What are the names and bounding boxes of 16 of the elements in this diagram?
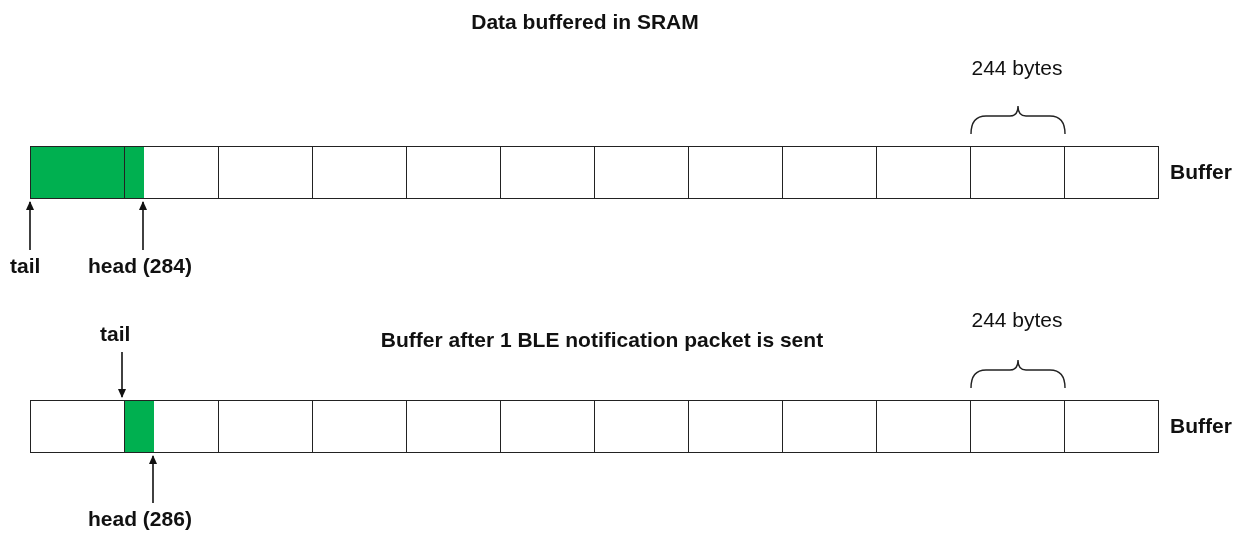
buffer-label: Buffer	[1170, 160, 1232, 184]
pointer-label: tail	[100, 322, 131, 346]
buffer-label: Buffer	[1170, 414, 1232, 438]
heading: Buffer after 1 BLE notification packet is sent	[380, 328, 824, 352]
buffer-bar	[30, 400, 1159, 453]
arrow	[139, 201, 147, 251]
arrow	[118, 351, 126, 398]
arrow	[26, 201, 34, 251]
buffer-bar	[30, 146, 1159, 199]
pointer-label: tail	[10, 254, 41, 278]
size-label: 244 bytes	[971, 56, 1063, 80]
size-label: 244 bytes	[971, 308, 1063, 332]
arrow	[149, 455, 157, 504]
pointer-label: head (286)	[88, 507, 192, 531]
pointer-label: head (284)	[88, 254, 192, 278]
heading: Data buffered in SRAM	[471, 10, 699, 34]
